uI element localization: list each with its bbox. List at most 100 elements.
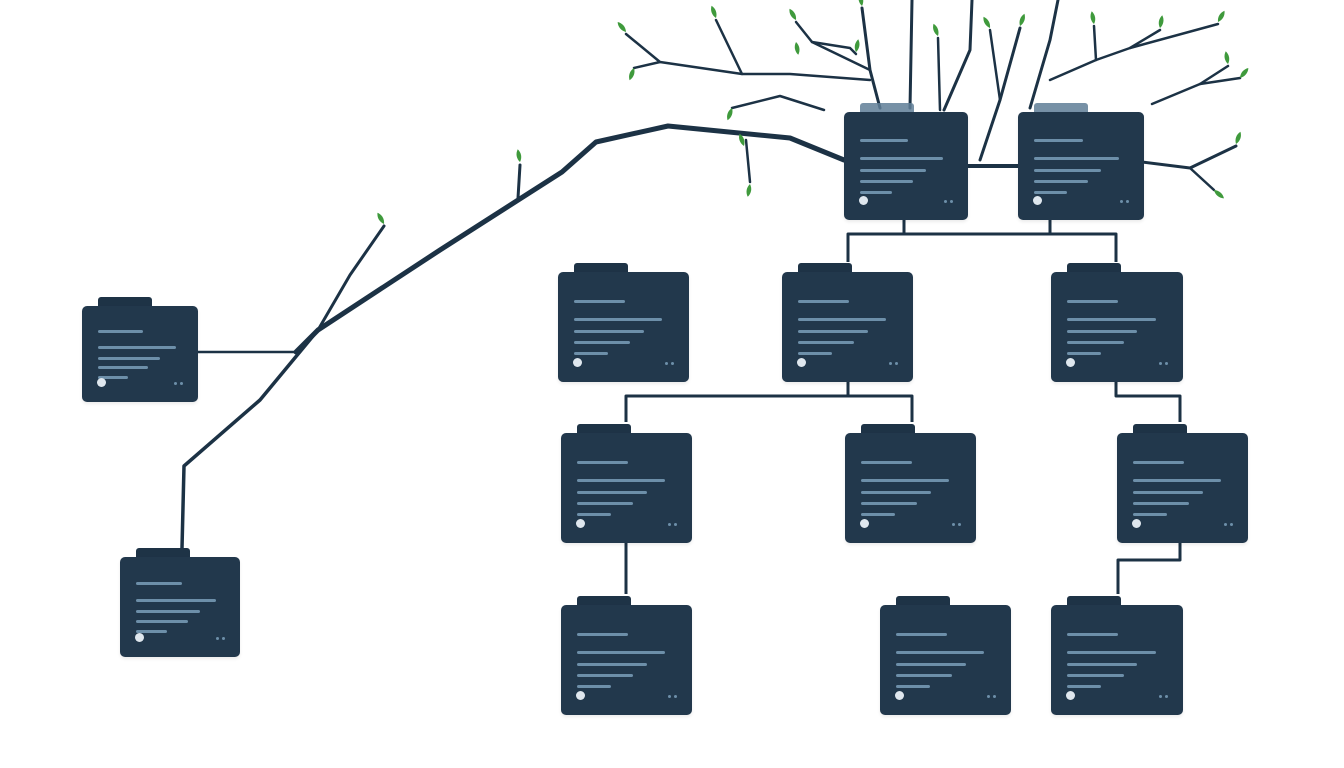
canopy-branches [624, 0, 1242, 192]
folder-node-top-center[interactable] [844, 103, 968, 220]
more-options-icon[interactable] [1159, 362, 1168, 366]
folder-text-line [1067, 674, 1124, 677]
folder-text-line [896, 663, 966, 666]
folder-node-row4-center[interactable] [880, 596, 1011, 715]
folder-text-line [896, 651, 984, 654]
folder-text-line [98, 346, 176, 349]
folder-title-line [798, 300, 849, 303]
folder-text-line [1067, 651, 1156, 654]
folder-node-row2-left[interactable] [558, 263, 689, 382]
more-options-icon[interactable] [665, 362, 674, 366]
folder-text-line [1034, 169, 1101, 172]
more-options-icon[interactable] [216, 637, 225, 641]
status-dot [797, 358, 806, 367]
folder-node-top-right[interactable] [1018, 103, 1144, 220]
folder-text-line [860, 169, 926, 172]
leaf-icon [1090, 11, 1096, 24]
folder-body [120, 557, 240, 657]
folder-text-line [577, 513, 611, 516]
folder-title-line [860, 139, 908, 142]
more-options-icon[interactable] [668, 695, 677, 699]
folder-node-row3-left[interactable] [561, 424, 692, 543]
folder-text-line [860, 191, 892, 194]
folder-text-line [136, 620, 188, 623]
more-options-icon[interactable] [174, 382, 183, 386]
folder-title-line [98, 330, 143, 333]
leaf-icon [629, 68, 635, 81]
folder-node-row4-right[interactable] [1051, 596, 1183, 715]
folder-text-line [1067, 318, 1156, 321]
status-dot [895, 691, 904, 700]
status-dot [859, 196, 868, 205]
folder-node-left-lower[interactable] [120, 548, 240, 657]
folder-node-row3-right[interactable] [1117, 424, 1248, 543]
status-dot [1033, 196, 1042, 205]
leaf-cluster [377, 0, 1249, 224]
leaf-icon [617, 22, 626, 32]
folder-text-line [1067, 663, 1137, 666]
leaf-icon [1019, 13, 1025, 26]
more-options-icon[interactable] [952, 523, 961, 527]
status-dot [97, 378, 106, 387]
folder-text-line [1133, 502, 1189, 505]
leaf-icon [789, 8, 797, 20]
folder-text-line [98, 357, 160, 360]
folder-text-line [1133, 513, 1167, 516]
folder-text-line [98, 366, 148, 369]
folder-text-line [577, 479, 665, 482]
folder-node-row4-left[interactable] [561, 596, 692, 715]
leaf-icon [1224, 51, 1230, 64]
folder-text-line [896, 674, 952, 677]
leaf-icon [711, 5, 717, 18]
folder-node-row2-right[interactable] [1051, 263, 1183, 382]
folder-text-line [577, 651, 665, 654]
leaf-icon [746, 184, 752, 197]
folder-title-line [861, 461, 912, 464]
folder-text-line [574, 352, 608, 355]
status-dot [1066, 691, 1075, 700]
folder-title-line [1067, 300, 1118, 303]
folder-title-line [577, 633, 628, 636]
more-options-icon[interactable] [1120, 200, 1129, 204]
folder-text-line [1034, 180, 1088, 183]
folder-text-line [574, 330, 644, 333]
folder-node-row2-center[interactable] [782, 263, 913, 382]
folder-node-left-upper[interactable] [82, 297, 198, 402]
main-branch [180, 123, 847, 550]
folder-text-line [861, 502, 917, 505]
more-options-icon[interactable] [944, 200, 953, 204]
more-options-icon[interactable] [889, 362, 898, 366]
folder-text-line [574, 341, 630, 344]
folder-text-line [861, 491, 931, 494]
folder-title-line [574, 300, 625, 303]
leaf-icon [377, 212, 385, 224]
leaf-icon [1217, 10, 1225, 22]
folder-text-line [798, 330, 868, 333]
leaf-icon [794, 42, 800, 55]
leaf-icon [1214, 190, 1224, 199]
more-options-icon[interactable] [1224, 523, 1233, 527]
status-dot [573, 358, 582, 367]
folder-text-line [798, 318, 886, 321]
folder-title-line [1067, 633, 1118, 636]
folder-text-line [798, 352, 832, 355]
status-dot [1066, 358, 1075, 367]
folder-text-line [1067, 341, 1124, 344]
folder-text-line [860, 157, 943, 160]
more-options-icon[interactable] [987, 695, 996, 699]
more-options-icon[interactable] [1159, 695, 1168, 699]
folder-node-row3-center[interactable] [845, 424, 976, 543]
leaf-icon [858, 0, 864, 6]
leaf-icon [854, 39, 860, 52]
status-dot [860, 519, 869, 528]
folder-text-line [577, 491, 647, 494]
folder-text-line [577, 674, 633, 677]
folder-text-line [98, 376, 128, 379]
folder-title-line [136, 582, 182, 585]
folder-text-line [861, 513, 895, 516]
more-options-icon[interactable] [668, 523, 677, 527]
folder-text-line [1034, 157, 1119, 160]
folder-text-line [577, 663, 647, 666]
leaf-icon [516, 149, 522, 162]
